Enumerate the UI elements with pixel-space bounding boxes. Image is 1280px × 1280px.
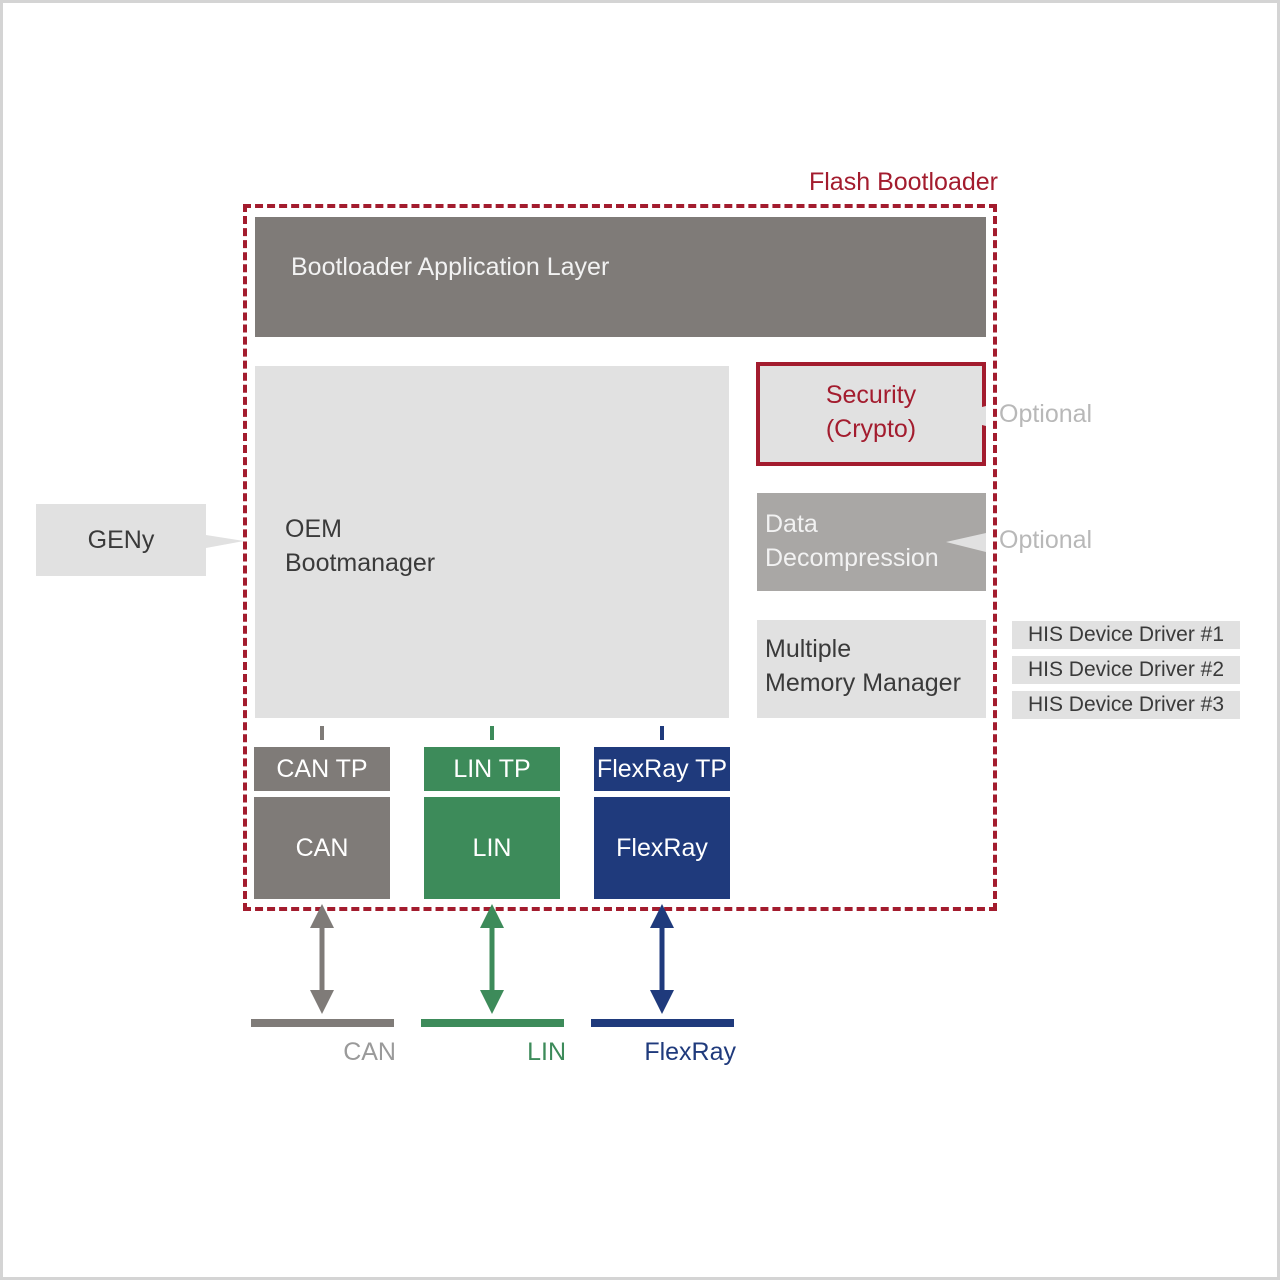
his-device-driver-3: HIS Device Driver #3 bbox=[1012, 691, 1240, 719]
can-bus-label: CAN bbox=[343, 1038, 396, 1066]
his-device-driver-1: HIS Device Driver #1 bbox=[1012, 621, 1240, 649]
flash-bootloader-boundary bbox=[243, 204, 997, 911]
lin-tick bbox=[490, 726, 494, 740]
oem-bootmanager-block: OEM Bootmanager bbox=[255, 366, 729, 718]
app-layer-label: Bootloader Application Layer bbox=[291, 253, 610, 281]
decomp-label-line2: Decompression bbox=[765, 544, 939, 572]
can-bus-line bbox=[251, 1019, 394, 1027]
security-label-line1: Security bbox=[825, 381, 917, 409]
oem-label-line1: OEM bbox=[285, 515, 342, 543]
flexray-tp-block: FlexRay TP bbox=[594, 747, 730, 791]
flexray-driver-block: FlexRay bbox=[594, 797, 730, 899]
security-label-line2: (Crypto) bbox=[825, 415, 917, 443]
bootloader-application-layer: Bootloader Application Layer bbox=[255, 217, 986, 337]
oem-label-line2: Bootmanager bbox=[285, 549, 436, 577]
flash-bootloader-title: Flash Bootloader bbox=[808, 168, 998, 196]
lin-bus-line bbox=[421, 1019, 564, 1027]
flexray-bus-line bbox=[591, 1019, 734, 1027]
decomp-label-line1: Data bbox=[765, 510, 818, 538]
optional-label-decompression: Optional bbox=[999, 526, 1093, 554]
geny-pointer bbox=[206, 535, 244, 548]
lin-driver-block: LIN bbox=[424, 797, 560, 899]
can-tick bbox=[320, 726, 324, 740]
geny-label: GENy bbox=[87, 526, 155, 554]
lin-bidirectional-arrow bbox=[480, 904, 504, 1014]
his-device-driver-2: HIS Device Driver #2 bbox=[1012, 656, 1240, 684]
memory-manager-block: Multiple Memory Manager bbox=[757, 620, 986, 718]
decompression-optional-pointer bbox=[946, 533, 986, 552]
flexray-tick bbox=[660, 726, 664, 740]
can-bidirectional-arrow bbox=[310, 904, 334, 1014]
can-tp-block: CAN TP bbox=[254, 747, 390, 791]
flexray-bidirectional-arrow bbox=[650, 904, 674, 1014]
lin-bus-label: LIN bbox=[527, 1038, 566, 1066]
security-optional-pointer bbox=[946, 406, 986, 426]
mmm-label-line1: Multiple bbox=[765, 635, 852, 663]
can-driver-block: CAN bbox=[254, 797, 390, 899]
mmm-label-line2: Memory Manager bbox=[765, 669, 961, 697]
flexray-bus-label: FlexRay bbox=[644, 1038, 736, 1066]
security-crypto-block: Security (Crypto) bbox=[756, 362, 986, 466]
optional-label-security: Optional bbox=[999, 400, 1093, 428]
geny-tool-block: GENy bbox=[36, 504, 206, 576]
lin-tp-block: LIN TP bbox=[424, 747, 560, 791]
